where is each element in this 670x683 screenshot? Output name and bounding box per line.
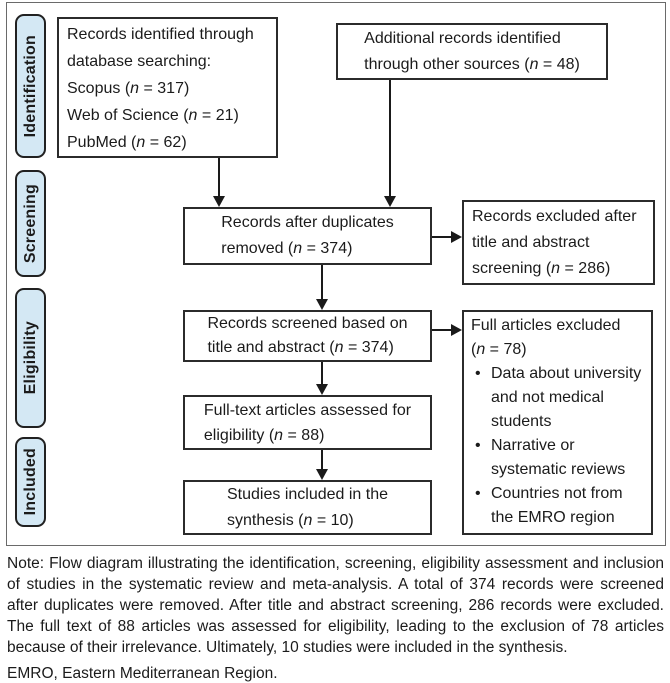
arrow-down-icon bbox=[315, 299, 328, 310]
n-symbol: n bbox=[136, 134, 146, 151]
stage-label-eligibility: Eligibility bbox=[21, 321, 39, 395]
bullet-icon: • bbox=[475, 485, 481, 502]
box-records-screened-line: Records screened based on bbox=[207, 315, 408, 332]
arrow-screened-to-fullexcluded bbox=[432, 323, 462, 337]
box-duplicates-removed-line: Records after duplicates bbox=[221, 214, 394, 231]
n-symbol: n bbox=[130, 80, 140, 97]
exclusion-reason-item: •Data about university and not medical s… bbox=[471, 362, 647, 434]
arrow-duplicates-to-excluded bbox=[432, 230, 462, 244]
box-full-articles-excluded-title: Full articles excluded bbox=[471, 317, 621, 334]
stage-label-identification: Identification bbox=[21, 34, 39, 138]
n-symbol: n bbox=[293, 240, 303, 257]
arrow-duplicates-to-screened bbox=[315, 265, 329, 310]
arrow-fulltext-to-included bbox=[315, 450, 329, 480]
box-database-search-line: database searching: bbox=[67, 53, 212, 70]
exclusion-reason-item: •Countries not from the EMRO region bbox=[471, 482, 647, 530]
arrow-other-to-duplicates bbox=[383, 80, 397, 207]
arrow-screened-to-fulltext bbox=[315, 362, 329, 395]
arrow-down-icon bbox=[315, 384, 328, 395]
n-symbol: n bbox=[188, 107, 198, 124]
box-excluded-title-abstract-line: screening (n = 286) bbox=[472, 260, 611, 277]
box-database-search-scopus: Scopus (n = 317) bbox=[67, 80, 190, 97]
box-other-sources: Additional records identified through ot… bbox=[336, 23, 608, 80]
arrow-right-icon bbox=[451, 323, 462, 336]
box-other-sources-line: Additional records identified bbox=[364, 29, 561, 47]
box-full-articles-excluded: Full articles excluded (n = 78) •Data ab… bbox=[462, 310, 653, 535]
stage-tab-eligibility: Eligibility bbox=[15, 288, 46, 428]
exclusion-reason-item: •Narrative or systematic reviews bbox=[471, 434, 647, 482]
box-full-articles-excluded-count: (n = 78) bbox=[471, 341, 527, 358]
arrow-down-icon bbox=[315, 469, 328, 480]
n-symbol: n bbox=[529, 55, 539, 73]
box-fulltext-assessed: Full-text articles assessed for eligibil… bbox=[183, 395, 432, 450]
n-symbol: n bbox=[334, 339, 344, 356]
box-excluded-title-abstract-line: title and abstract bbox=[472, 234, 590, 251]
stage-tab-identification: Identification bbox=[15, 14, 46, 158]
box-excluded-title-abstract: Records excluded after title and abstrac… bbox=[462, 200, 655, 285]
box-duplicates-removed: Records after duplicates removed (n = 37… bbox=[183, 207, 432, 265]
note-abbreviation: EMRO, Eastern Mediterranean Region. bbox=[7, 665, 278, 682]
box-duplicates-removed-line: removed (n = 374) bbox=[221, 240, 353, 257]
box-studies-included-line: Studies included in the bbox=[227, 485, 388, 503]
figure-note: Note: Flow diagram illustrating the iden… bbox=[7, 553, 664, 683]
box-database-search-line: Records identified through bbox=[67, 26, 254, 43]
stage-label-included: Included bbox=[21, 448, 39, 516]
n-symbol: n bbox=[476, 341, 486, 358]
bullet-icon: • bbox=[475, 437, 481, 454]
box-studies-included: Studies included in the synthesis (n = 1… bbox=[183, 480, 432, 535]
arrow-down-icon bbox=[212, 196, 225, 207]
stage-label-screening: Screening bbox=[21, 183, 39, 264]
stage-tab-included: Included bbox=[15, 437, 46, 527]
box-database-search: Records identified through database sear… bbox=[57, 17, 278, 158]
bullet-icon: • bbox=[475, 365, 481, 382]
box-records-screened: Records screened based on title and abst… bbox=[183, 310, 432, 362]
n-symbol: n bbox=[551, 260, 561, 277]
box-fulltext-assessed-line: eligibility (n = 88) bbox=[203, 426, 325, 444]
box-database-search-wos: Web of Science (n = 21) bbox=[67, 107, 239, 124]
box-other-sources-line: through other sources (n = 48) bbox=[364, 55, 580, 73]
box-fulltext-assessed-line: Full-text articles assessed for bbox=[203, 401, 412, 419]
box-database-search-pubmed: PubMed (n = 62) bbox=[67, 134, 187, 151]
n-symbol: n bbox=[303, 511, 313, 529]
box-studies-included-line: synthesis (n = 10) bbox=[227, 511, 354, 529]
arrow-down-icon bbox=[383, 196, 396, 207]
arrow-db-to-duplicates bbox=[212, 158, 226, 207]
note-body: Note: Flow diagram illustrating the iden… bbox=[7, 555, 664, 656]
n-symbol: n bbox=[274, 426, 284, 444]
arrow-right-icon bbox=[451, 230, 462, 243]
box-records-screened-line: title and abstract (n = 374) bbox=[207, 339, 394, 356]
box-excluded-title-abstract-line: Records excluded after bbox=[472, 208, 637, 225]
stage-tab-screening: Screening bbox=[15, 170, 46, 277]
